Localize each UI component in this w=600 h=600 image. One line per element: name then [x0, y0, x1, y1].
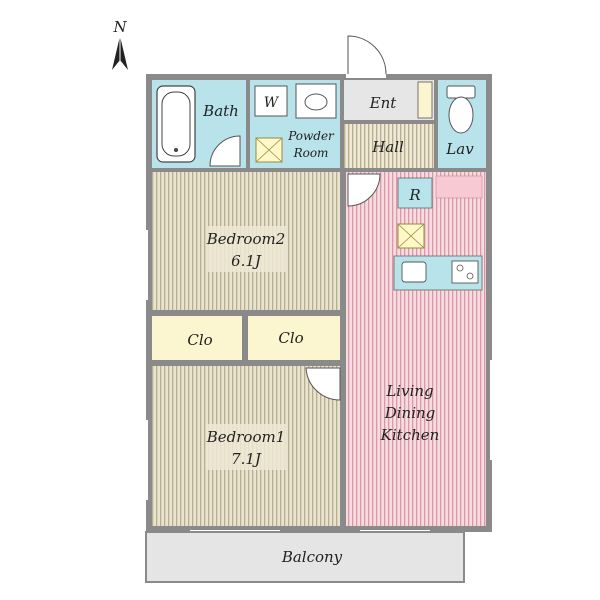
- bath-label: Bath: [202, 102, 239, 120]
- ldk-door-icon: [347, 173, 381, 207]
- washer-label: W: [264, 95, 280, 111]
- balcony-area: [145, 531, 465, 583]
- refrigerator-label: R: [408, 186, 420, 204]
- lavatory-label: Lav: [445, 140, 474, 158]
- ldk-label-3: Kitchen: [380, 426, 440, 444]
- toilet-icon: [448, 96, 474, 134]
- washer-icon: [254, 85, 288, 117]
- bedroom2-size: 6.1J: [231, 252, 262, 270]
- sink-icon: [401, 261, 427, 283]
- closet-left-label: Clo: [187, 331, 212, 349]
- powder-room-label-1: Powder: [287, 129, 335, 143]
- refrigerator-space: [397, 177, 433, 209]
- stove-icon: [451, 260, 479, 284]
- ldk-label-1: Living: [385, 382, 433, 400]
- compass-letter: N: [112, 18, 127, 36]
- closet-left: [152, 316, 242, 360]
- entrance-door-icon: [347, 35, 387, 75]
- bedroom1-name: Bedroom1: [206, 428, 286, 446]
- closet-right-label: Clo: [278, 329, 303, 347]
- compass: N: [112, 18, 128, 70]
- kitchen-upper-cabinet: [435, 175, 483, 199]
- powder-room-label-2: Room: [293, 146, 329, 160]
- bedroom2-name: Bedroom2: [206, 230, 286, 248]
- bedroom1-door-icon: [305, 367, 341, 401]
- toilet-tank-icon: [446, 85, 476, 99]
- hall-label: Hall: [371, 138, 404, 156]
- bath-door-icon: [209, 135, 241, 167]
- hall-area: [344, 124, 434, 168]
- ldk-label-2: Dining: [384, 404, 436, 422]
- closet-right: [248, 316, 340, 360]
- entrance-label: Ent: [369, 94, 398, 112]
- shoe-cabinet: [417, 81, 433, 119]
- basin-icon: [295, 83, 337, 119]
- balcony-label: Balcony: [281, 548, 343, 566]
- bedroom1-size: 7.1J: [231, 450, 262, 468]
